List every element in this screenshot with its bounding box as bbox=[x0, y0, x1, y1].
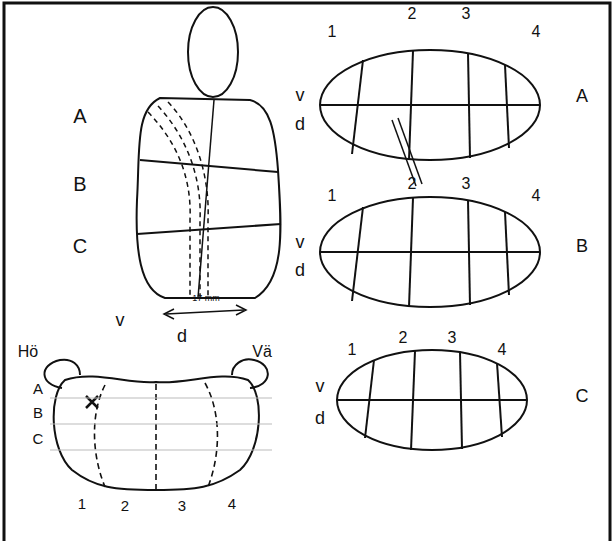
callout-number: 2 bbox=[399, 330, 408, 346]
section-letter: B bbox=[576, 237, 588, 255]
section-letter: B bbox=[73, 174, 86, 194]
side-label: Hö bbox=[18, 344, 38, 360]
callout-number: 3 bbox=[448, 330, 457, 346]
section-ellipse bbox=[320, 50, 540, 160]
dimension-line bbox=[166, 310, 244, 314]
callout-number: 3 bbox=[178, 498, 186, 513]
dashed-divider bbox=[94, 385, 105, 487]
callout-number: 3 bbox=[462, 176, 471, 192]
callout-number: 1 bbox=[328, 188, 337, 204]
frame bbox=[4, 3, 610, 541]
level-line bbox=[50, 423, 272, 424]
level-letter: B bbox=[33, 405, 43, 420]
section-letter: A bbox=[73, 106, 86, 126]
orientation-letter: v bbox=[296, 86, 305, 104]
ellipse-divider bbox=[468, 53, 470, 158]
ellipse-divider bbox=[409, 198, 413, 307]
dimension-label: 17 mm bbox=[192, 294, 220, 303]
ellipse-divider bbox=[505, 212, 509, 295]
ellipse-divider bbox=[497, 363, 502, 437]
callout-number: 2 bbox=[408, 176, 417, 192]
callout-number: 4 bbox=[532, 24, 541, 40]
orientation-letter: v bbox=[316, 377, 325, 395]
ellipse-divider bbox=[460, 352, 462, 449]
orientation-letter: d bbox=[315, 409, 325, 427]
callout-number: 4 bbox=[532, 188, 541, 204]
dimension-arrows bbox=[164, 305, 246, 319]
callout-number: 1 bbox=[78, 496, 86, 511]
level-letter: A bbox=[33, 381, 43, 396]
side-label: Vä bbox=[252, 344, 272, 360]
organ-outline bbox=[137, 98, 281, 298]
callout-number: 1 bbox=[348, 342, 357, 358]
ellipse-divider bbox=[468, 200, 470, 305]
ellipse-divider bbox=[352, 207, 363, 301]
orientation-letter: d bbox=[177, 327, 187, 345]
ellipse-divider bbox=[365, 360, 374, 438]
level-line bbox=[50, 449, 272, 450]
side-lobe bbox=[232, 359, 268, 388]
ellipse-divider bbox=[409, 51, 413, 160]
ellipse-divider bbox=[505, 65, 509, 148]
section-line bbox=[137, 224, 281, 234]
callout-number: 2 bbox=[121, 498, 129, 513]
dashed-path bbox=[158, 106, 200, 298]
section-letter: C bbox=[576, 387, 589, 405]
section-ellipse bbox=[337, 350, 527, 450]
orientation-letter: d bbox=[295, 115, 305, 133]
callout-number: 4 bbox=[498, 342, 507, 358]
callout-number: 3 bbox=[462, 6, 471, 22]
section-letter: C bbox=[73, 236, 87, 256]
dashed-path bbox=[148, 112, 190, 298]
organ-outline bbox=[54, 377, 259, 490]
dashed-path bbox=[168, 102, 208, 298]
callout-number: 4 bbox=[228, 496, 236, 511]
needle bbox=[398, 118, 422, 184]
section-letter: A bbox=[576, 87, 588, 105]
level-line bbox=[50, 397, 272, 398]
dashed-divider bbox=[155, 384, 157, 490]
orientation-letter: d bbox=[295, 261, 305, 279]
callout-number: 2 bbox=[408, 6, 417, 22]
orientation-letter: v bbox=[116, 311, 125, 329]
ellipse-divider bbox=[411, 351, 415, 450]
section-ellipse bbox=[320, 197, 540, 307]
orientation-letter: v bbox=[296, 233, 305, 251]
level-letter: C bbox=[33, 431, 44, 446]
callout-number: 1 bbox=[328, 24, 337, 40]
ellipse-divider bbox=[352, 60, 363, 154]
upper-organ bbox=[188, 7, 238, 97]
